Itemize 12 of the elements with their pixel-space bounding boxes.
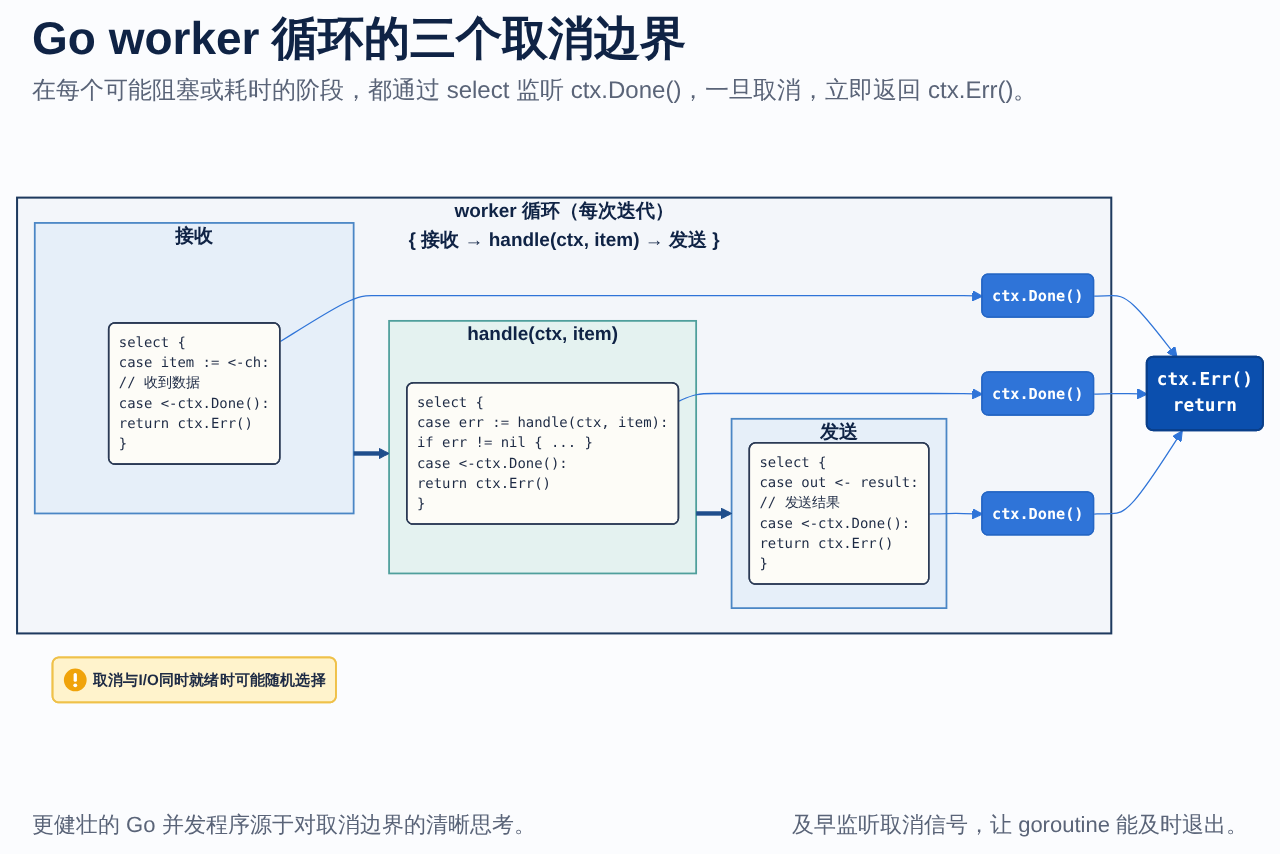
arrow	[928, 508, 984, 520]
note-text: 及早监听取消信号，让 goroutine 能及时退出。	[792, 811, 1248, 842]
note-text: 更健壮的 Go 并发程序源于对取消边界的清晰思考。	[32, 811, 536, 842]
arrow	[1093, 430, 1183, 515]
arrow	[696, 507, 733, 520]
arrow	[279, 290, 984, 343]
arrow	[353, 447, 390, 460]
arrow	[1093, 388, 1148, 400]
subtitle-text: 在每个可能阻塞或耗时的阶段，都通过 select 监听 ctx.Done()，一旦取消，立即返回 ctx.Err()。	[32, 73, 1040, 106]
arrow	[678, 388, 984, 402]
arrow	[1093, 295, 1178, 358]
title: Go worker 循环的三个取消边界	[32, 12, 689, 68]
